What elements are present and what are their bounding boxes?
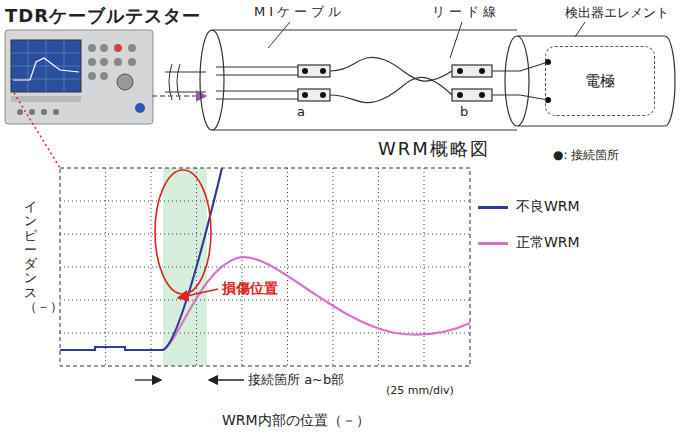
cable [152,64,206,100]
axis-label: WRM内部の位置（－） [222,412,370,429]
point-letter: b [460,104,468,120]
chart [60,168,470,380]
scale-note: (25 mm/div) [386,384,454,397]
title-text: TDRケーブルテスター [5,5,201,27]
legend-text: 正常WRM [516,234,580,252]
wrm-tube [200,30,517,130]
leader-lines [268,22,585,58]
mi-cable-wires [216,57,548,102]
point-letter: a [297,104,305,120]
part-name: MIケーブル [254,4,345,20]
instrument-photo [5,30,153,124]
electrode-label: 電極 [585,72,615,91]
legend-text: 不良WRM [516,198,580,216]
damage-note: 損傷位置 [222,280,278,297]
legend-swatch [478,242,508,245]
range-note: 接続箇所 a~b部 [248,372,344,388]
symbol-note: ●: 接続箇所 [553,148,619,162]
axis-label: インピーダンス（－） [24,200,37,314]
connection-dots [302,59,551,103]
legend-row: 不良WRM [478,198,580,216]
legend-row: 正常WRM [478,234,580,252]
electrode-box: 電極 [545,46,655,116]
zoom-leader [14,93,60,168]
element-heading: 検出器エレメント [565,4,669,22]
detector-element: 検出器エレメント電極 [505,36,675,126]
legend-swatch [478,206,508,209]
part-name: リード線 [432,4,500,20]
cylinder-path [505,36,675,126]
figure-title: WRM概略図 [378,138,490,160]
